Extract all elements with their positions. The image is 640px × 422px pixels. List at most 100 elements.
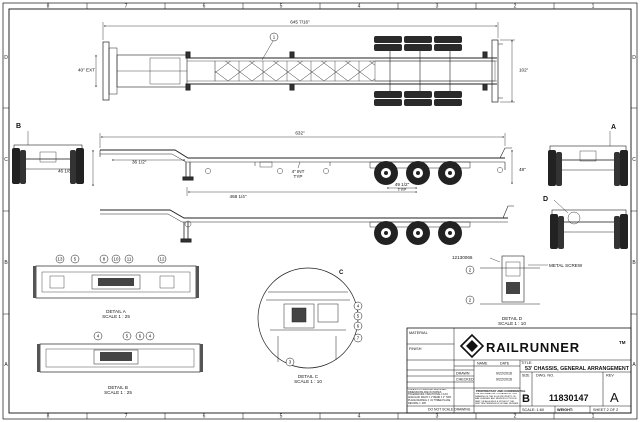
zone-label: C (4, 157, 8, 163)
zone-label: 5 (280, 4, 283, 10)
detail-c-balloon-numbers: 3 4 5 6 7 (289, 304, 360, 365)
zone-label: D (4, 55, 8, 61)
balloon-number: 8 (103, 257, 106, 262)
checked-date: 9/22/2016 (496, 378, 512, 382)
balloon-number: 12 (160, 257, 165, 262)
balloon-number: 4 (357, 304, 360, 309)
size-value: B (522, 393, 530, 405)
zone-label: 2 (514, 4, 517, 10)
deck-height-label: 46 1/8" (58, 169, 73, 174)
zone-label: 6 (203, 414, 206, 420)
plan-view (102, 39, 503, 103)
end-view-d (550, 199, 628, 249)
detail-c-ref-label: C (339, 270, 344, 276)
side-view (99, 147, 512, 181)
proprietary-text-box: THE INFORMATION CONTAINED IN THIS DRAWIN… (475, 393, 519, 406)
logo-runner: RUNNER (520, 340, 580, 355)
end-view-b (12, 131, 84, 184)
proprietary-title: PROPRIETARY AND CONFIDENTIAL (476, 389, 526, 393)
detail-a-balloons (55, 254, 167, 264)
balloon-number: 2 (469, 268, 472, 273)
zone-label: D (632, 55, 636, 61)
zone-label: 7 (125, 414, 128, 420)
balloon-number: 1 (273, 35, 276, 40)
finish-label: FINISH (409, 347, 422, 351)
side-view-hole-marks (205, 167, 503, 174)
detail-c-drawing (257, 267, 359, 369)
zone-label: 8 (47, 4, 50, 10)
scale-label: SCALE: 1:60 (522, 408, 544, 412)
balloon-number: 5 (357, 314, 360, 319)
zone-label: 1 (592, 4, 595, 10)
logo-tm: TM (619, 340, 626, 345)
logo-rail: RAIL (486, 340, 520, 355)
zone-label: C (632, 157, 636, 163)
dimensions-note: UNLESS OTHERWISE SPECIFIED: DIMENSIONS A… (408, 389, 452, 405)
dimensions-note-box: UNLESS OTHERWISE SPECIFIED: DIMENSIONS A… (408, 389, 452, 405)
dwg-no-label: DWG. NO. (536, 374, 554, 378)
title-field-label: TITLE: (521, 361, 532, 365)
plan-view-tires (374, 36, 462, 106)
zone-label: 5 (280, 414, 283, 420)
detail-d-balloons (465, 265, 475, 305)
balloon-number: 5 (126, 334, 129, 339)
size-label: SIZE (522, 374, 530, 378)
drawn-date: 9/22/2016 (496, 372, 512, 376)
rear-height-label: 48" (519, 167, 526, 172)
date-label: DATE (500, 362, 510, 366)
section-label-d: D (543, 196, 548, 203)
balloon-number: 3 (289, 360, 292, 365)
detail-c-balloons (285, 301, 363, 367)
zone-label: B (632, 260, 636, 266)
drawing-title: 53' CHASSIS, GENERAL ARRANGEMENT (525, 366, 630, 372)
axle-spacing-label: 49 1/2"TYP (395, 182, 410, 192)
rev-label: REV (606, 374, 614, 378)
balloon-number: 13 (58, 257, 63, 262)
metal-screw-label: METAL SCREW (549, 263, 583, 268)
detail-d-drawing (480, 255, 548, 305)
zone-labels-left: D C B A (4, 55, 8, 368)
proprietary-text: THE INFORMATION CONTAINED IN THIS DRAWIN… (475, 393, 519, 406)
part-number-label: 12130066 (452, 255, 473, 260)
detail-b-drawing (37, 343, 203, 373)
zone-label: 6 (203, 4, 206, 10)
material-label: MATERIAL (409, 331, 428, 335)
plan-view-dimension-text: 645 7/16" 40" EXT 102" (78, 20, 529, 73)
zone-label: 2 (514, 414, 517, 420)
title-block-values: TITLE: 53' CHASSIS, GENERAL ARRANGEMENT … (521, 361, 630, 412)
balloon-number: 11 (127, 257, 132, 262)
zone-label: B (4, 260, 8, 266)
weight-label: WEIGHT: (557, 408, 573, 412)
balloon-1: 1 (261, 32, 279, 61)
checked-label: CHECKED (456, 378, 474, 382)
sheet-label: SHEET 2 OF 2 (593, 408, 618, 412)
balloon-number: 7 (357, 336, 360, 341)
detail-a-balloon-numbers: 13 5 8 10 11 12 (58, 257, 165, 262)
zone-label: 7 (125, 4, 128, 10)
lower-side-view (100, 205, 514, 243)
zone-label: 4 (358, 4, 361, 10)
railrunner-logo: RAILRUNNER TM (459, 333, 626, 359)
balloon-number: 6 (357, 324, 360, 329)
plan-view-dimensions (95, 22, 515, 103)
logo-diamond-icon (459, 333, 485, 359)
detail-b-balloon-numbers: 4 5 6 4 (97, 334, 152, 339)
balloon-number: 6 (139, 334, 142, 339)
balloon-number: 4 (97, 334, 100, 339)
revision-value: A (610, 390, 619, 405)
side-view-wheels (374, 161, 462, 185)
balloon-number: 5 (74, 257, 77, 262)
zone-labels-top: 8 7 6 5 4 3 2 1 (47, 4, 595, 10)
detail-d-balloon-numbers: 2 2 (469, 268, 472, 303)
zone-label: A (632, 362, 636, 368)
plan-width-label: 102" (519, 68, 529, 73)
balloon-number: 4 (149, 334, 152, 339)
width-ext-label: 40" EXT (78, 68, 95, 73)
zone-label: A (4, 362, 8, 368)
